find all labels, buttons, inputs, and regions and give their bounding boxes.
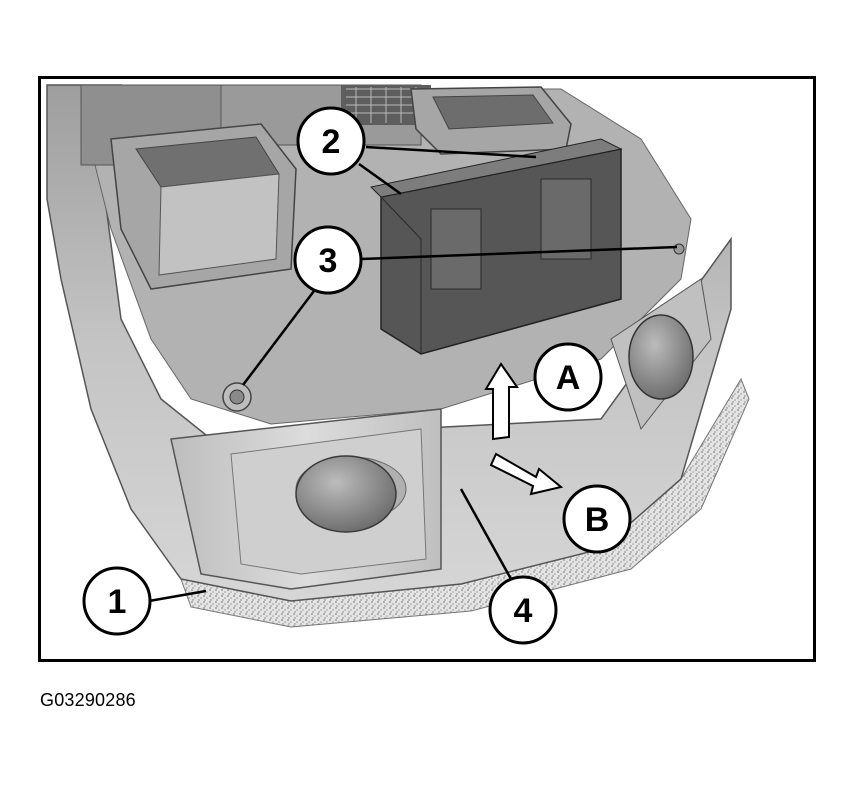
control-module <box>369 138 623 355</box>
left-socket <box>110 123 297 290</box>
right-socket <box>410 86 572 155</box>
svg-text:4: 4 <box>514 592 533 630</box>
arrow-forward-icon <box>489 452 564 496</box>
callout-2: 2 <box>296 106 366 176</box>
callout-4: 4 <box>488 575 558 645</box>
leader-1 <box>148 589 207 603</box>
arrow-up-icon <box>484 362 519 441</box>
svg-text:B: B <box>585 501 610 539</box>
front-cover <box>170 408 442 590</box>
illustration-frame: 1 2 3 4 A B <box>38 76 816 662</box>
svg-text:2: 2 <box>322 123 341 161</box>
leader-3-a <box>360 245 678 261</box>
callout-b: B <box>562 484 632 554</box>
side-button <box>610 278 712 431</box>
front-button <box>295 455 397 533</box>
callout-a: A <box>533 342 603 412</box>
svg-text:3: 3 <box>319 242 338 280</box>
callout-1: 1 <box>82 566 152 636</box>
leader-2-a <box>365 145 537 159</box>
callout-3: 3 <box>293 225 363 295</box>
clip-point <box>673 243 685 255</box>
screw <box>222 382 252 412</box>
svg-text:1: 1 <box>108 583 127 621</box>
figure-code: G03290286 <box>40 690 136 710</box>
leader-4 <box>459 488 513 580</box>
leader-3-b <box>242 286 318 386</box>
exploded-view-illustration: 1 2 3 4 A B <box>46 84 750 645</box>
svg-text:A: A <box>556 359 581 397</box>
leader-2-b <box>358 162 402 196</box>
